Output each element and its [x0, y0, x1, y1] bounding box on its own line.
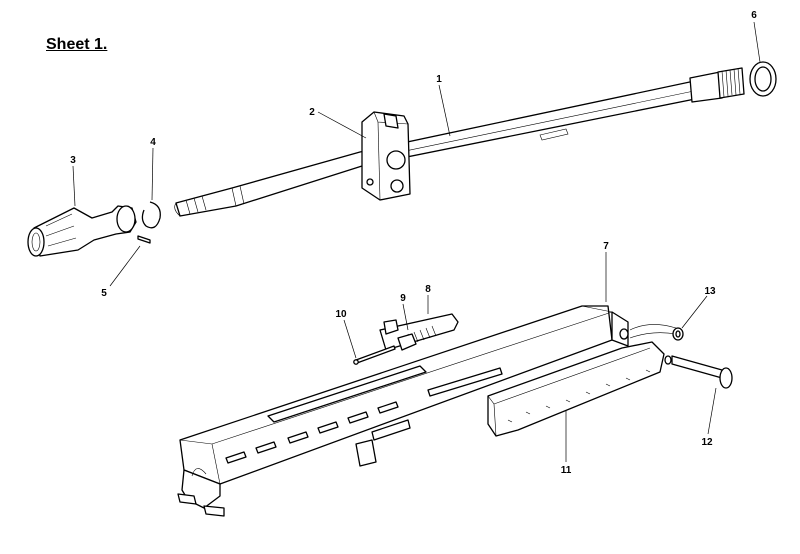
- callout-8: 8: [425, 284, 431, 295]
- callout-11: 11: [561, 465, 572, 476]
- callout-7: 7: [603, 241, 609, 252]
- callout-5: 5: [101, 288, 107, 299]
- callout-2: 2: [309, 107, 315, 118]
- part-small-washer: [672, 327, 684, 341]
- callout-4: 4: [150, 137, 156, 148]
- part-receiver: [177, 305, 677, 517]
- part-block: [361, 111, 411, 201]
- callout-labels: 1 2 3 4 5 6 7 8 9 10 11 12 13: [70, 10, 757, 476]
- leader-lines: [72, 21, 761, 462]
- part-bolt: [664, 355, 733, 389]
- sheet-title: Sheet 1.: [46, 36, 108, 53]
- callout-1: 1: [436, 74, 442, 85]
- callout-13: 13: [704, 286, 716, 297]
- callout-6: 6: [751, 10, 757, 21]
- part-barrel: [174, 67, 745, 217]
- part-flash-hider: [27, 205, 137, 257]
- part-pin: [137, 235, 151, 244]
- callout-9: 9: [400, 293, 406, 304]
- part-trigger-assembly: [353, 313, 459, 365]
- part-washer: [749, 61, 777, 97]
- callout-10: 10: [335, 309, 347, 320]
- part-snap-ring: [141, 201, 161, 229]
- callout-3: 3: [70, 155, 76, 166]
- callout-12: 12: [701, 437, 713, 448]
- part-handguard: [487, 341, 665, 437]
